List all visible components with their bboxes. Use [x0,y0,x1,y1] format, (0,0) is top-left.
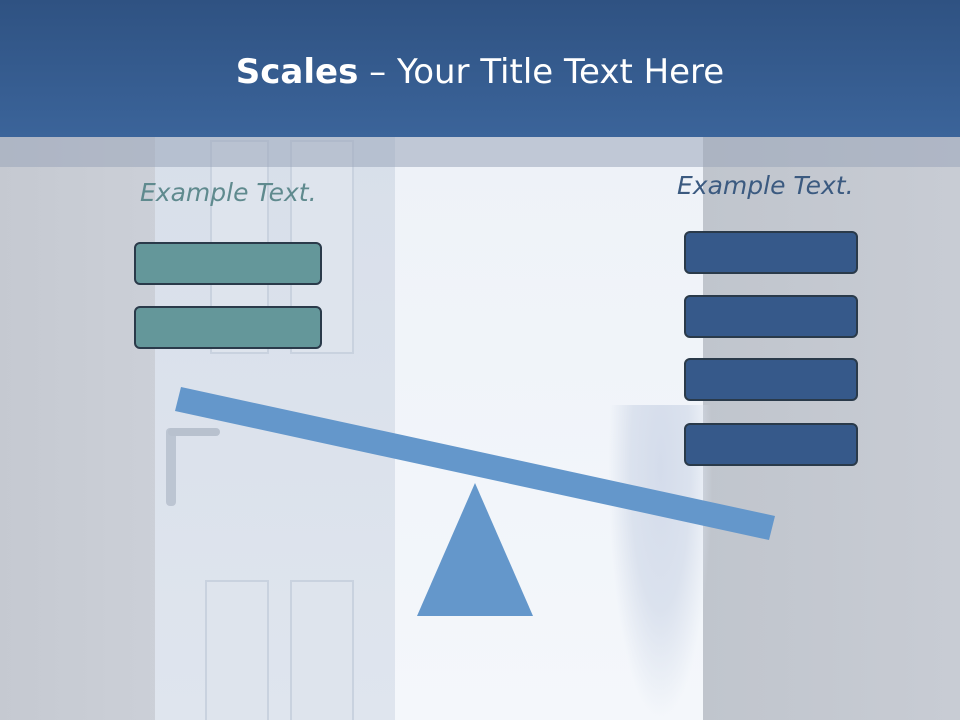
door-handle-icon [166,428,176,506]
title-rest: – Your Title Text Here [358,52,725,92]
title-bar [0,0,960,137]
left-caption[interactable]: Example Text. [140,178,317,207]
right-box-3[interactable] [684,358,858,401]
right-caption[interactable]: Example Text. [677,171,854,200]
slide-title[interactable]: Scales – Your Title Text Here [0,52,960,92]
left-box-2[interactable] [134,306,322,349]
right-box-1[interactable] [684,231,858,274]
right-box-2[interactable] [684,295,858,338]
right-box-4[interactable] [684,423,858,466]
left-box-1[interactable] [134,242,322,285]
header-strip [0,137,960,167]
title-bold: Scales [235,52,359,92]
beam-shape[interactable] [175,387,775,540]
fulcrum-triangle-icon[interactable] [417,483,533,616]
